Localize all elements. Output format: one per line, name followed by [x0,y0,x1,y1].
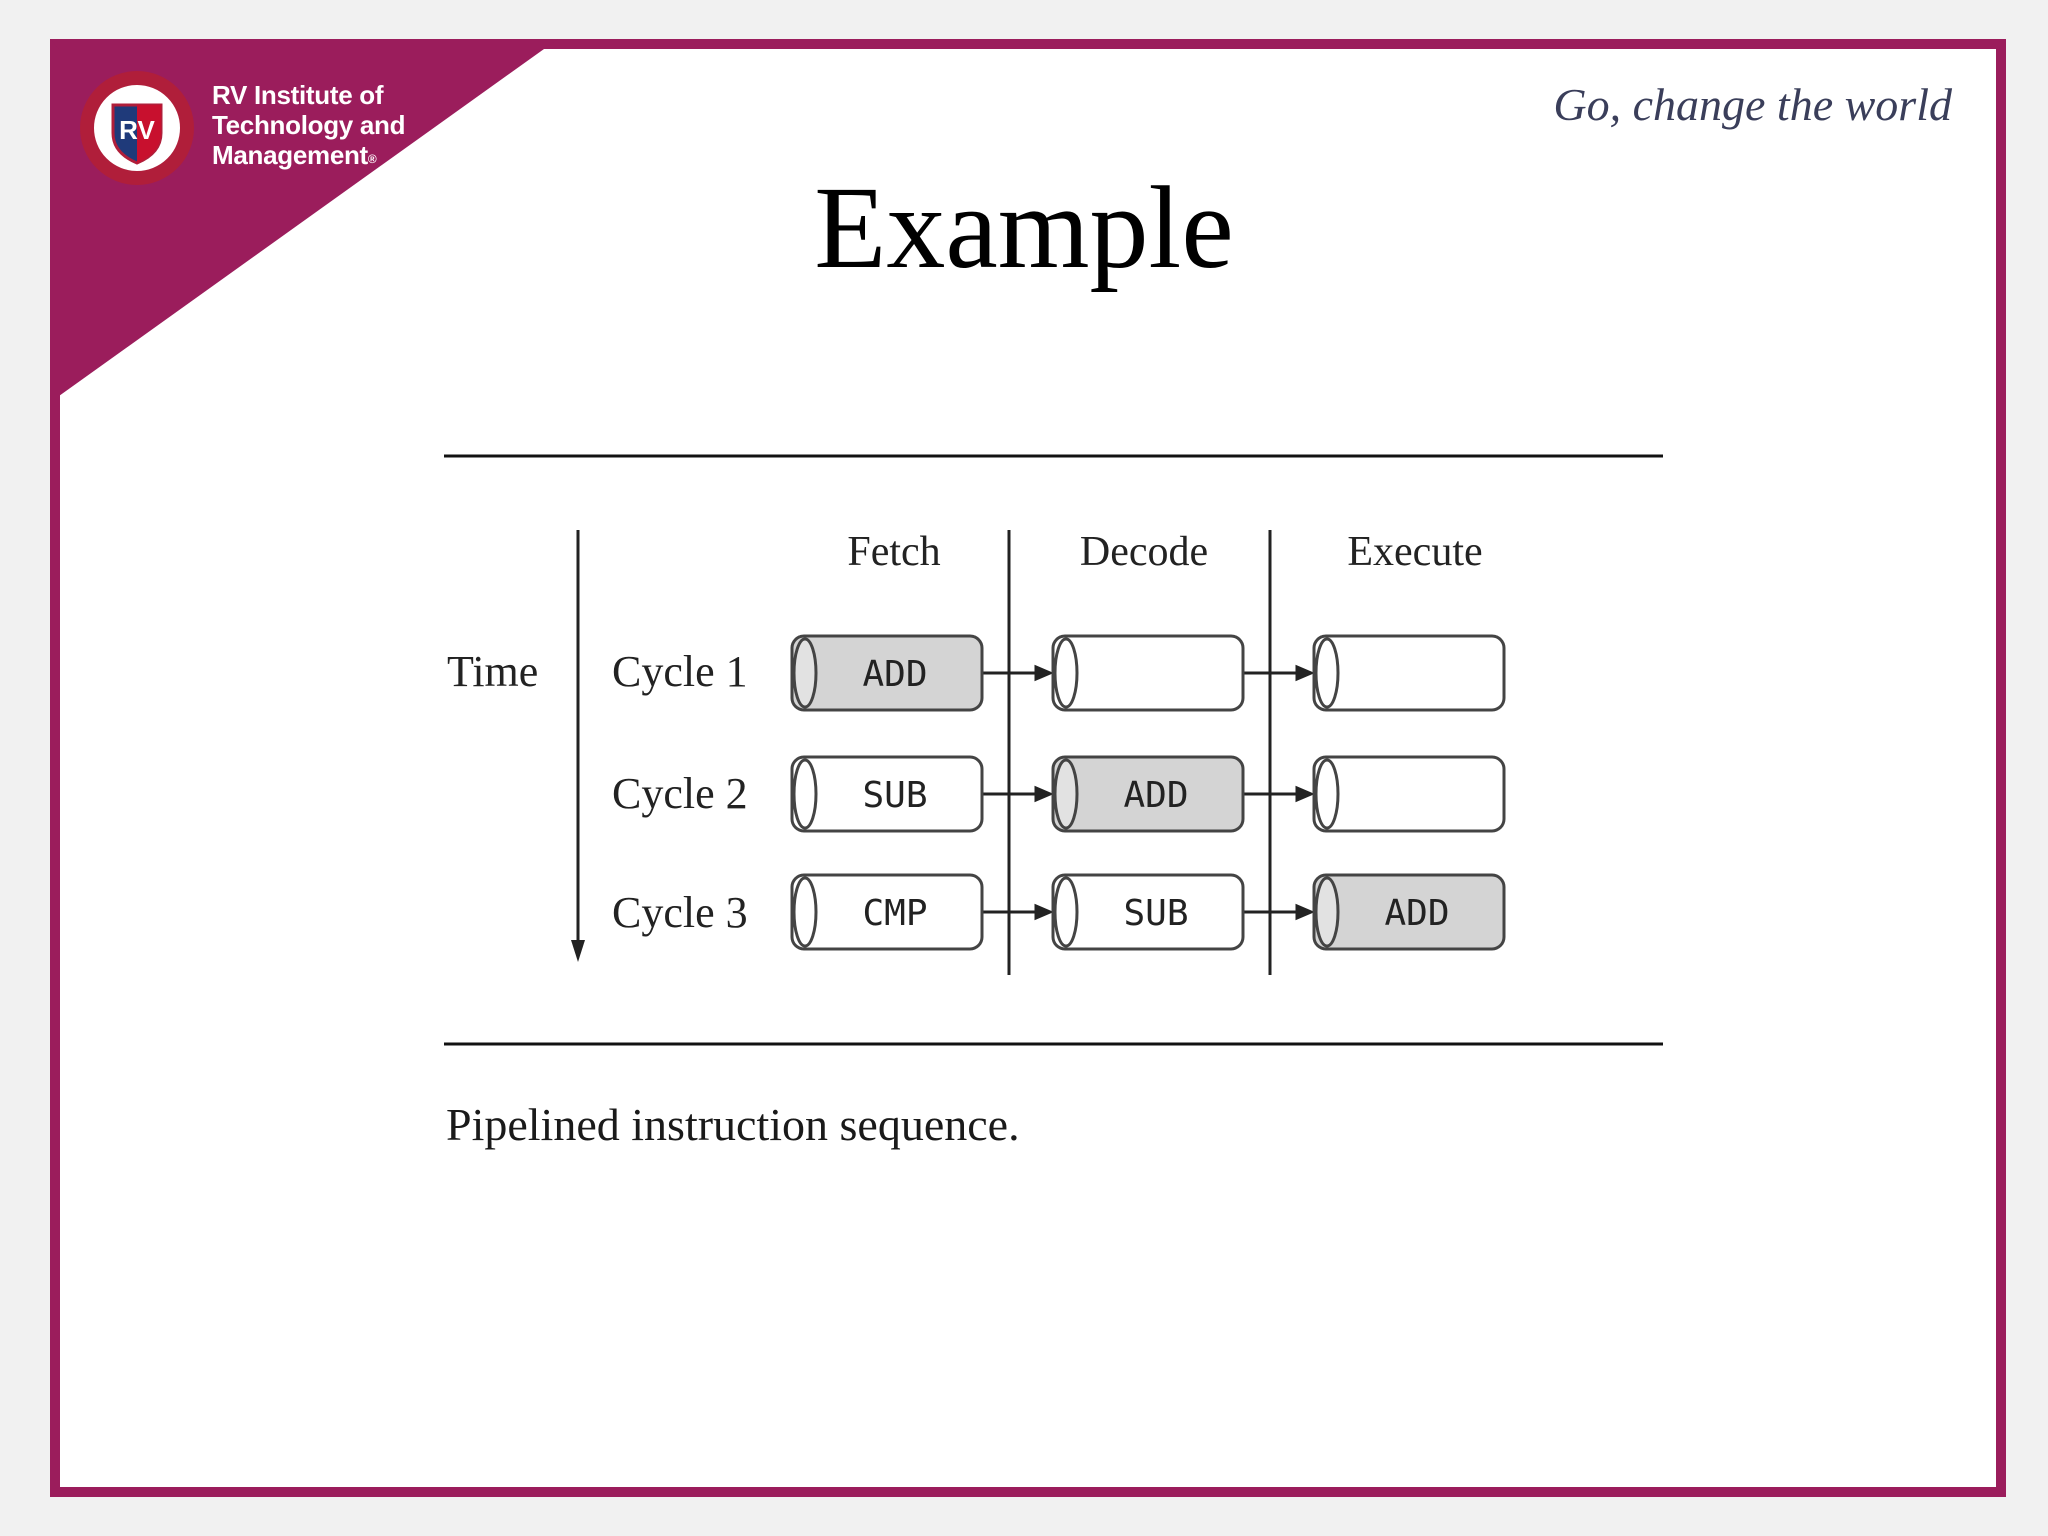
stage-header-decode: Decode [1080,529,1208,575]
time-arrow-head [571,940,585,962]
institute-logo: RV [80,71,194,185]
pipeline-cell-cycle3-fetch: CMP [790,873,984,951]
registered-mark: ® [367,152,377,166]
pipeline-cell-cycle2-fetch: SUB [790,755,984,833]
pipeline-cell-cycle3-decode: SUB [1051,873,1245,951]
pipeline-cell-label: ADD [1384,893,1449,934]
connectors [982,664,1315,921]
pipeline-cell-label: CMP [862,893,927,934]
pipeline-cells: ADD SUB ADD CMP SUB ADD [790,634,1506,951]
stage-header-execute: Execute [1347,529,1482,575]
pipeline-cell-cycle1-execute [1312,634,1506,712]
pipeline-cell-cycle3-execute: ADD [1312,873,1506,951]
cycle-label-1: Cycle 1 [612,647,748,696]
pipeline-cell-cycle1-fetch: ADD [790,634,984,712]
stage-header-fetch: Fetch [847,529,940,575]
tagline: Go, change the world [1553,79,1952,130]
logo-letters: RV [119,115,155,145]
slide-title: Example [814,162,1234,293]
slide-frame [50,39,2006,1497]
time-label: Time [447,647,538,696]
pipeline-cell-cycle1-decode [1051,634,1245,712]
institute-name-line-1: RV Institute of [212,80,384,110]
institute-name-line-3: Management® [212,140,405,170]
institute-name-line-2: Technology and [212,110,406,140]
institute-name: RV Institute of Technology and Managemen… [212,80,406,170]
pipeline-cell-label: SUB [1123,893,1188,934]
pipeline-cell-label: SUB [862,775,927,816]
pipeline-cell-cycle2-decode: ADD [1051,755,1245,833]
cycle-label-2: Cycle 2 [612,769,748,818]
pipeline-cell-label: ADD [862,654,927,695]
pipeline-cell-cycle2-execute [1312,755,1506,833]
figure-caption: Pipelined instruction sequence. [446,1099,1020,1150]
institute-name-line-3-text: Management [212,140,368,170]
cycle-label-3: Cycle 3 [612,888,748,937]
pipeline-cell-label: ADD [1123,775,1188,816]
